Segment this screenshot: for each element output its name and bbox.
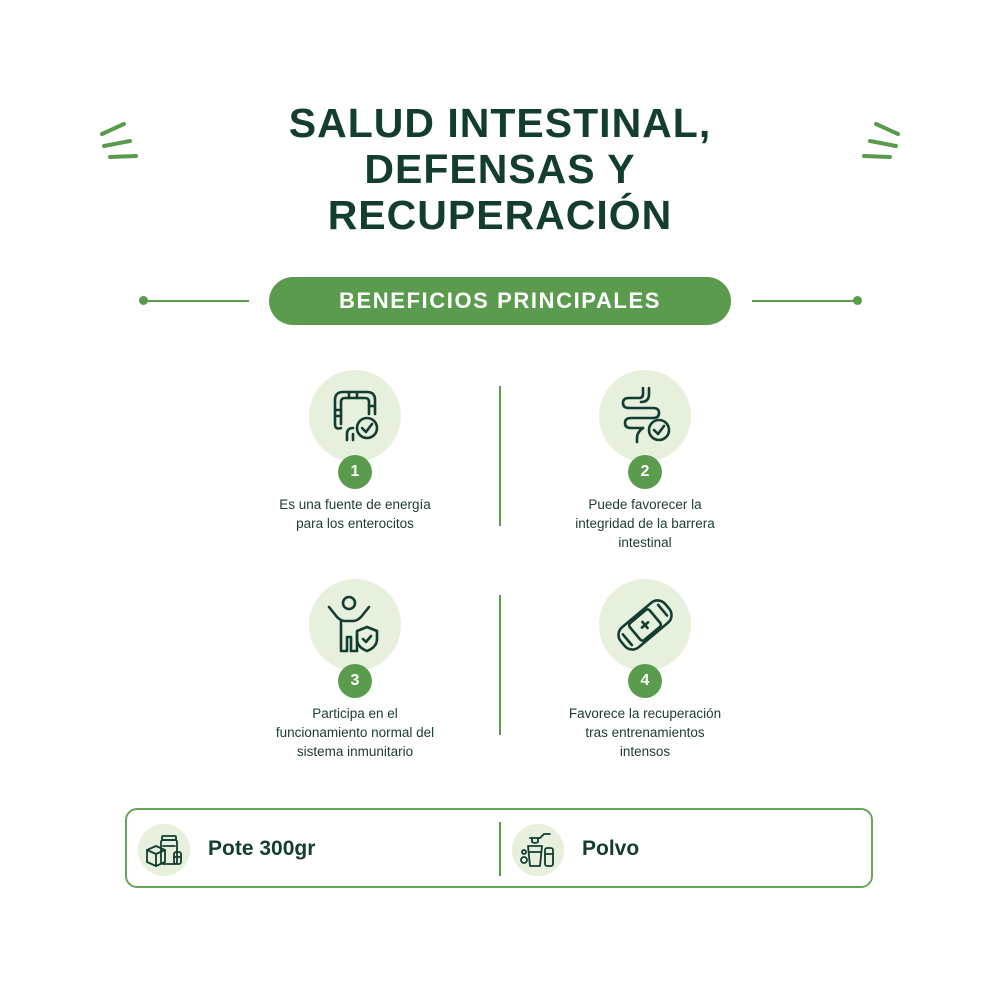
product-icon-badge [138, 824, 190, 876]
sparkle-lines-right-icon [862, 122, 900, 159]
benefit-text-line: Favorece la recuperación [568, 706, 722, 721]
benefit-icon-badge [309, 579, 401, 671]
banner-rule-right [752, 300, 858, 302]
product-box-divider [499, 822, 501, 876]
benefit-description: Es una fuente de energía para los entero… [235, 495, 475, 533]
product-format-label: Pote 300gr [208, 837, 316, 860]
benefit-description: Participa en el funcionamiento normal de… [235, 704, 475, 761]
grid-divider-top [499, 386, 501, 526]
benefit-icon-badge [599, 370, 691, 462]
benefit-text-line: Es una fuente de energía [279, 497, 431, 512]
section-banner: BENEFICIOS PRINCIPALES [269, 277, 731, 325]
product-info-box [125, 808, 873, 888]
benefit-number: 2 [628, 455, 662, 489]
page-title: SALUD INTESTINAL, DEFENSAS Y RECUPERACIÓ… [0, 100, 1000, 238]
powder-supplements-icon [520, 833, 554, 867]
benefit-text-line: sistema inmunitario [296, 744, 414, 759]
large-intestine-check-icon [333, 390, 379, 442]
bandage-icon [617, 599, 673, 651]
benefit-description: Puede favorecer la integridad de la barr… [525, 495, 765, 552]
title-line-2: DEFENSAS Y [364, 146, 636, 192]
product-type-label: Polvo [582, 837, 640, 860]
benefit-number: 1 [338, 455, 372, 489]
benefit-icon-badge [599, 579, 691, 671]
benefit-number: 4 [628, 664, 662, 698]
benefit-number: 3 [338, 664, 372, 698]
benefit-text-line: tras entrenamientos [585, 725, 705, 740]
benefit-text-line: Puede favorecer la [588, 497, 702, 512]
banner-dot-right [853, 296, 862, 305]
jar-package-icon [146, 835, 182, 867]
title-line-1: SALUD INTESTINAL, [288, 100, 712, 146]
benefit-icon-badge [309, 370, 401, 462]
product-icon-badge [512, 824, 564, 876]
benefit-text-line: funcionamiento normal del [275, 725, 435, 740]
benefit-text-line: Participa en el [312, 706, 398, 721]
person-shield-icon [327, 595, 379, 653]
title-line-3: RECUPERACIÓN [327, 192, 673, 238]
small-intestine-check-icon [621, 386, 671, 444]
grid-divider-bottom [499, 595, 501, 735]
benefit-description: Favorece la recuperación tras entrenamie… [525, 704, 765, 761]
benefit-text-line: intestinal [618, 535, 672, 550]
sparkle-lines-left-icon [100, 122, 138, 159]
section-banner-label: BENEFICIOS PRINCIPALES [338, 288, 662, 313]
banner-rule-left [143, 300, 249, 302]
benefit-text-line: intensos [619, 744, 671, 759]
benefit-text-line: integridad de la barrera [575, 516, 715, 531]
benefit-text-line: para los enterocitos [296, 516, 414, 531]
